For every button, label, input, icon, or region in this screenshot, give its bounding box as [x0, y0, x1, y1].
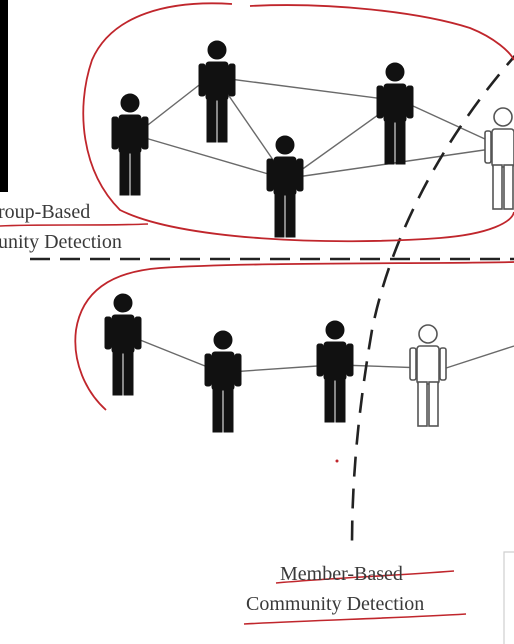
person-g3-filled: [266, 135, 304, 238]
person-head: [213, 330, 233, 350]
person-arm-left: [484, 130, 492, 164]
person-torso: [491, 128, 514, 168]
member-label-line1: Member-Based: [280, 563, 403, 585]
person-leg-left: [417, 381, 428, 427]
member-label-line2: Community Detection: [246, 593, 424, 615]
person-arm-left: [376, 85, 384, 119]
person-leg-right: [123, 350, 134, 396]
person-leg-left: [274, 192, 285, 238]
group-annotation-top: [249, 4, 514, 61]
edge-m4-edge: [439, 345, 514, 371]
person-head: [418, 324, 438, 344]
person-torso: [323, 341, 347, 381]
edge-g2-g4: [221, 77, 393, 101]
person-leg-left: [112, 350, 123, 396]
person-arm-left: [409, 347, 417, 381]
person-torso: [383, 83, 407, 123]
person-head: [275, 135, 295, 155]
dashed-boundary-curve: [350, 54, 514, 546]
person-head: [493, 107, 513, 127]
person-arm-left: [198, 63, 206, 97]
person-torso: [205, 61, 229, 101]
person-arm-left: [204, 353, 212, 387]
person-leg-right: [428, 381, 439, 427]
person-leg-left: [119, 150, 130, 196]
person-g4-filled: [376, 62, 414, 165]
person-m4-outline: [409, 324, 447, 427]
person-torso: [111, 314, 135, 354]
person-head: [325, 320, 345, 340]
person-torso: [416, 345, 440, 385]
edge-g1-g3: [134, 134, 283, 179]
left-black-panel: [0, 0, 8, 192]
person-g1-filled: [111, 93, 149, 196]
red-dot: [335, 459, 339, 463]
edge-g4-g5: [399, 99, 499, 146]
person-arm-right: [234, 353, 242, 387]
group-annotation-loop: [82, 2, 514, 243]
person-leg-right: [217, 97, 228, 143]
person-leg-left: [206, 97, 217, 143]
member-label-underline-1: [275, 570, 455, 584]
person-leg-left: [212, 387, 223, 433]
person-m3-filled: [316, 320, 354, 423]
person-leg-right: [285, 192, 296, 238]
people-group: [104, 40, 514, 433]
person-leg-left: [384, 119, 395, 165]
person-head: [113, 293, 133, 313]
person-leg-right: [130, 150, 141, 196]
member-annotation-loop: [74, 261, 514, 411]
group-label-underline: [0, 223, 149, 227]
person-g5-outline: [484, 107, 514, 210]
edge-m2-m3: [229, 364, 333, 373]
member-label-underline-2: [243, 613, 467, 625]
person-leg-right: [395, 119, 406, 165]
person-leg-left: [324, 377, 335, 423]
right-box-fragment: [503, 551, 514, 644]
person-torso: [273, 156, 297, 196]
person-arm-right: [406, 85, 414, 119]
edge-g3-g4: [289, 104, 393, 179]
group-label-line2: unity Detection: [0, 231, 122, 253]
person-arm-right: [296, 158, 304, 192]
person-leg-left: [492, 164, 503, 210]
group-label-line1: roup-Based: [0, 201, 90, 223]
person-arm-left: [104, 316, 112, 350]
person-arm-right: [346, 343, 354, 377]
network-edges: [124, 74, 514, 373]
person-torso: [211, 351, 235, 391]
person-arm-right: [141, 116, 149, 150]
person-arm-right: [228, 63, 236, 97]
person-head: [120, 93, 140, 113]
person-arm-left: [111, 116, 119, 150]
person-arm-right: [439, 347, 447, 381]
person-leg-right: [223, 387, 234, 433]
person-m2-filled: [204, 330, 242, 433]
person-arm-left: [266, 158, 274, 192]
person-head: [385, 62, 405, 82]
person-leg-right: [335, 377, 346, 423]
person-m1-filled: [104, 293, 142, 396]
person-leg-right: [503, 164, 514, 210]
person-g2-filled: [198, 40, 236, 143]
person-arm-right: [134, 316, 142, 350]
person-arm-left: [316, 343, 324, 377]
person-torso: [118, 114, 142, 154]
person-head: [207, 40, 227, 60]
